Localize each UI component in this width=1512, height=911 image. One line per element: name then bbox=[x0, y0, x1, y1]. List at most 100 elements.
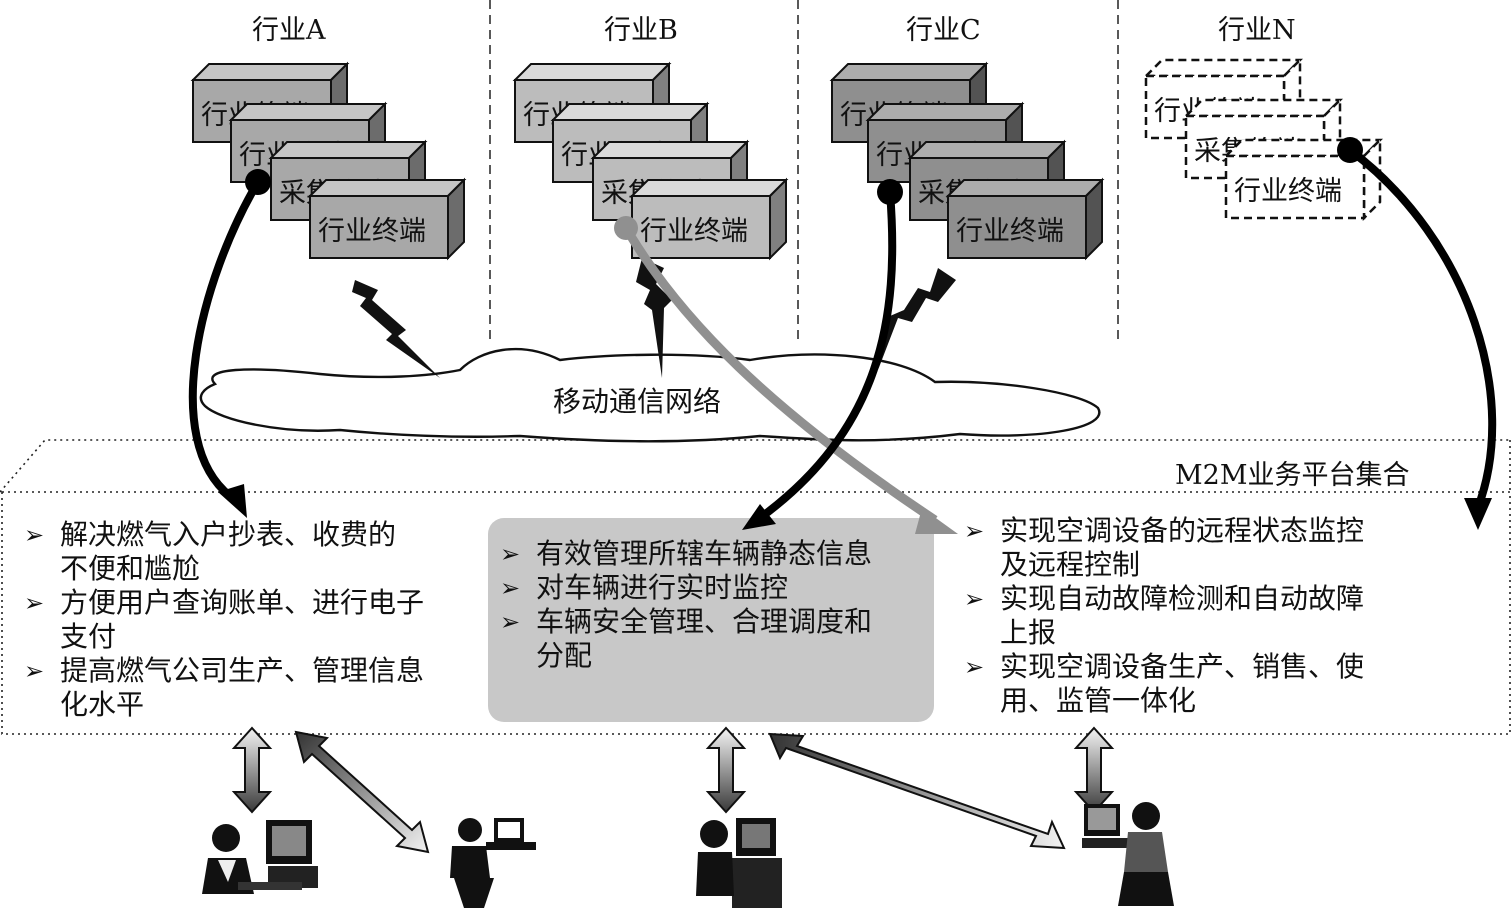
benefit-text: 提高燃气公司生产、管理信息 bbox=[60, 654, 425, 687]
terminal-box-top bbox=[190, 63, 350, 81]
terminal-box-front bbox=[947, 195, 1087, 259]
terminal-label: 行业终端 bbox=[640, 216, 748, 247]
terminal-box-top bbox=[629, 179, 789, 197]
terminal-box-top bbox=[1142, 58, 1304, 78]
terminal-box-top bbox=[945, 179, 1105, 197]
arrow-n-origin bbox=[1337, 137, 1363, 163]
benefit-text: 实现空调设备的远程状态监控 bbox=[1000, 514, 1365, 547]
bullet-arrow-icon: ➢ bbox=[24, 521, 45, 549]
benefit-item: ➢ 车辆安全管理、合理调度和分配 bbox=[500, 605, 872, 673]
industry-label-n: 行业N bbox=[1218, 15, 1296, 46]
lightning-icons bbox=[352, 258, 956, 378]
user-at-computer-icon bbox=[450, 818, 536, 908]
user-at-computer-icon bbox=[1082, 802, 1174, 906]
benefit-text: 解决燃气入户抄表、收费的 bbox=[60, 518, 397, 551]
bullet-arrow-icon: ➢ bbox=[964, 517, 985, 545]
benefit-text: 分配 bbox=[536, 639, 593, 672]
terminal-box-top bbox=[550, 103, 710, 121]
terminal-box-front bbox=[1224, 154, 1366, 220]
users-at-computers bbox=[202, 802, 1174, 908]
terminal-label: 行业终端 bbox=[1234, 176, 1342, 207]
panel-middle-list: ➢ 有效管理所辖车辆静态信息 ➢ 对车辆进行实时监控 ➢ 车辆安全管理、合理调度和分配 bbox=[500, 537, 872, 673]
arrow-n-to-right bbox=[1347, 146, 1497, 512]
double-arrow-icon bbox=[768, 732, 1066, 850]
gray-arrow-head bbox=[915, 508, 958, 534]
benefit-item: ➢ 方便用户查询账单、进行电子支付 bbox=[24, 586, 424, 654]
network-label: 移动通信网络 bbox=[553, 385, 722, 418]
lightning-icon bbox=[878, 268, 956, 370]
arrow-a-origin bbox=[245, 169, 271, 195]
industry-label-c: 行业C bbox=[906, 15, 981, 46]
benefit-text: 化水平 bbox=[60, 688, 145, 721]
arrow-c-origin bbox=[877, 179, 903, 205]
benefit-text: 有效管理所辖车辆静态信息 bbox=[536, 537, 873, 570]
benefit-item: ➢ 实现空调设备的远程状态监控及远程控制 bbox=[964, 514, 1364, 582]
bullet-arrow-icon: ➢ bbox=[964, 653, 985, 681]
arrow-c-to-middle-panel bbox=[757, 191, 897, 522]
double-arrow-icon bbox=[294, 730, 430, 854]
bullet-arrow-icon: ➢ bbox=[500, 540, 521, 568]
bullet-arrow-icon: ➢ bbox=[24, 589, 45, 617]
terminal-box-top bbox=[307, 179, 467, 197]
lightning-icon bbox=[636, 258, 672, 378]
black-arrow-heads bbox=[218, 137, 1492, 530]
benefit-item: ➢实现自动故障检测和自动故障上报 bbox=[964, 582, 1364, 650]
platform-label: M2M业务平台集合 bbox=[1175, 460, 1410, 491]
terminal-box-front bbox=[631, 195, 771, 259]
user-at-computer-icon bbox=[696, 818, 782, 908]
terminal-box-top bbox=[829, 63, 989, 81]
benefit-text: 车辆安全管理、合理调度和 bbox=[536, 605, 873, 638]
gray-arrow bbox=[614, 216, 958, 534]
benefit-item: ➢ 有效管理所辖车辆静态信息 bbox=[500, 537, 872, 571]
middle-panel-bg bbox=[488, 518, 934, 722]
terminal-box: 行业终端 bbox=[307, 177, 467, 261]
benefit-item: ➢ 对车辆进行实时监控 bbox=[500, 571, 872, 605]
terminal-box-top bbox=[228, 103, 388, 121]
industry-label-b: 行业B bbox=[604, 15, 678, 46]
terminal-box-top bbox=[907, 141, 1067, 159]
lightning-icon bbox=[352, 280, 440, 378]
double-arrow-icon bbox=[1073, 726, 1115, 814]
panel-left-list: ➢ 解决燃气入户抄表、收费的不便和尴尬 ➢ 方便用户查询账单、进行电子支付➢提高燃气公… bbox=[24, 518, 424, 722]
benefit-text: 方便用户查询账单、进行电子 bbox=[60, 586, 425, 619]
user-at-computer-icon bbox=[202, 820, 318, 894]
terminal-box-top bbox=[865, 103, 1025, 121]
platform-front-face bbox=[1, 491, 1511, 735]
benefit-item: ➢提高燃气公司生产、管理信息化水平 bbox=[24, 654, 424, 722]
industry-label-a: 行业A bbox=[252, 15, 326, 46]
terminal-box: 行业终端 bbox=[945, 177, 1105, 261]
gray-arrow-shaft bbox=[622, 225, 938, 524]
terminal-box-top bbox=[268, 141, 428, 159]
terminal-box-top bbox=[1182, 98, 1344, 118]
terminal-box-front bbox=[309, 195, 449, 259]
benefit-item: ➢ 解决燃气入户抄表、收费的不便和尴尬 bbox=[24, 518, 424, 586]
benefit-item: ➢ 实现空调设备生产、销售、使用、监管一体化 bbox=[964, 650, 1364, 718]
platform-slab bbox=[0, 439, 1512, 735]
arrow-n-head bbox=[1464, 498, 1492, 530]
gray-arrow-origin bbox=[614, 216, 638, 240]
benefit-text: 实现空调设备生产、销售、使 bbox=[1000, 650, 1365, 683]
terminal-label: 行业终端 bbox=[318, 216, 426, 247]
arrow-a-to-left-panel bbox=[188, 179, 262, 500]
benefit-text: 对车辆进行实时监控 bbox=[536, 571, 789, 604]
black-arrows bbox=[188, 146, 1497, 522]
terminal-label: 行业终端 bbox=[956, 216, 1064, 247]
benefit-text: 及远程控制 bbox=[1000, 548, 1141, 581]
terminal-box-top bbox=[590, 141, 750, 159]
arrow-a-head bbox=[218, 484, 247, 518]
panel-right-list: ➢ 实现空调设备的远程状态监控及远程控制➢实现自动故障检测和自动故障上报 ➢ 实现空调… bbox=[964, 514, 1364, 718]
terminal-stacks: 行业终端行业终端采集终端行业终端行业终端行业终端采集终端行业终端行业终端行业终端… bbox=[190, 56, 1384, 261]
benefit-text: 上报 bbox=[1000, 616, 1057, 649]
double-arrow-icon bbox=[705, 726, 747, 814]
industry-separators bbox=[489, 0, 1119, 345]
terminal-box-top bbox=[512, 63, 672, 81]
bullet-arrow-icon: ➢ bbox=[500, 608, 521, 636]
benefit-text: 用、监管一体化 bbox=[1000, 684, 1197, 717]
terminal-box: 行业终端 bbox=[629, 177, 789, 261]
arrow-c-head bbox=[742, 504, 776, 530]
bullet-arrow-icon: ➢ bbox=[500, 574, 521, 602]
benefit-text: 实现自动故障检测和自动故障 bbox=[1000, 582, 1365, 615]
benefit-text: 不便和尴尬 bbox=[60, 552, 201, 585]
benefit-text: 支付 bbox=[60, 620, 117, 653]
